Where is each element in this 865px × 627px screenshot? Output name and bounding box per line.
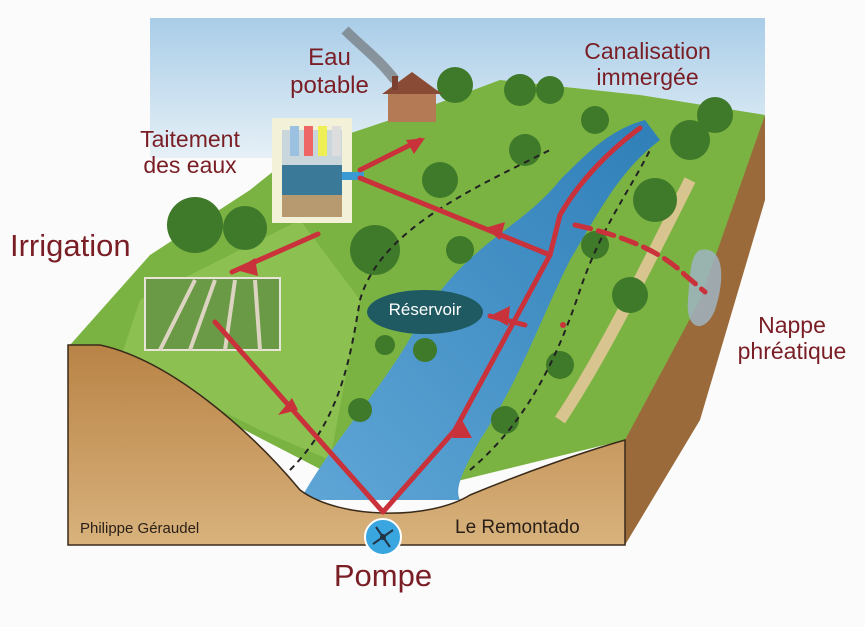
pipe-main-up (380, 125, 643, 515)
label-eau-potable: Eau potable (272, 44, 387, 99)
label-line: Eau (308, 44, 351, 71)
trees (167, 67, 733, 434)
chimney-smoke (341, 26, 399, 84)
pipe-to-groundwater (572, 222, 708, 295)
arrow-icon (485, 222, 505, 240)
label-pompe: Pompe (333, 558, 433, 593)
pipe-junction-dot (560, 322, 566, 328)
label-reservoir: Réservoir (388, 300, 462, 319)
reservoir-pond (367, 290, 483, 334)
dirt-path (555, 177, 696, 424)
flow-arrows (236, 138, 510, 438)
dashed-boundary-left (289, 149, 551, 471)
pump-icon (364, 518, 402, 556)
groundwater-patch (687, 249, 722, 327)
label-line: potable (290, 71, 369, 99)
front-soil-face (67, 344, 626, 546)
label-line: immergée (596, 64, 699, 91)
pipe-to-treatment (357, 175, 553, 258)
label-traitement: Taitement des eaux (120, 126, 260, 179)
label-line: des eaux (143, 152, 237, 179)
dashed-boundary-right (469, 149, 651, 471)
water-treatment-plant (272, 118, 364, 223)
label-canalisation: Canalisation immergée (560, 38, 735, 91)
label-line: Taitement (140, 126, 240, 152)
right-soil-face (625, 115, 765, 545)
project-credit: Le Remontado (455, 517, 580, 538)
pipe-network (212, 125, 708, 515)
label-line: Nappe (758, 312, 826, 338)
arrow-icon (278, 398, 298, 415)
arrow-icon (236, 258, 258, 276)
pipe-to-irrigation-field (212, 319, 386, 515)
author-credit: Philippe Géraudel (80, 520, 200, 537)
arrow-icon (406, 138, 425, 154)
arrow-icon (452, 420, 472, 438)
house (382, 72, 442, 122)
label-line: phréatique (737, 338, 847, 365)
label-irrigation: Irrigation (10, 228, 131, 263)
label-nappe: Nappe phréatique (722, 312, 862, 365)
label-line: Canalisation (584, 38, 711, 64)
arrow-icon (490, 306, 510, 326)
